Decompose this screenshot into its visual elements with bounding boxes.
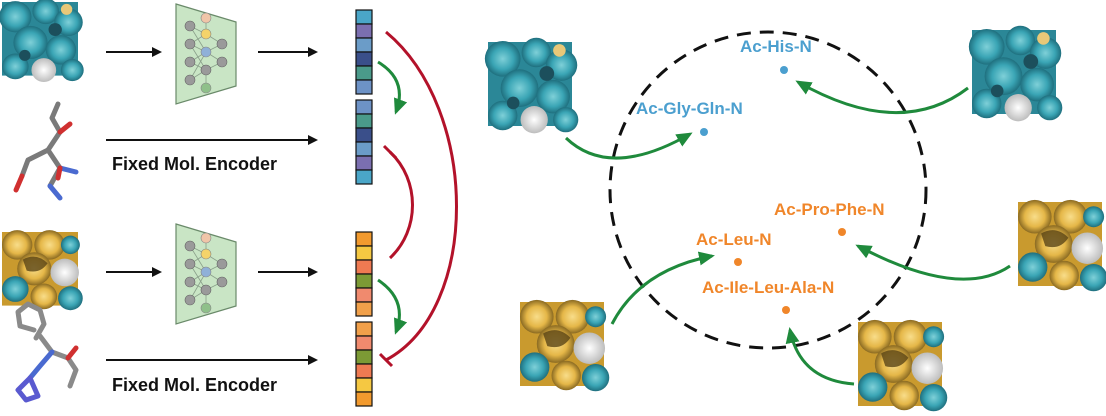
embedding-vector-molecule-1 — [355, 99, 373, 185]
embedding-cell — [355, 231, 373, 247]
encoder-label: Fixed Mol. Encoder — [112, 375, 277, 395]
embedding-cell — [355, 9, 373, 25]
molecule-stick-icon — [13, 101, 79, 201]
embedding-cell — [355, 51, 373, 67]
embedding-cell — [355, 79, 373, 95]
encoder-network-icon — [175, 3, 237, 105]
repel-arc — [385, 30, 458, 362]
surface-patch-image — [858, 319, 948, 412]
attract-arrow — [564, 132, 693, 160]
attract-arrow — [795, 80, 969, 114]
embedding-cell — [355, 335, 373, 351]
surface-patch-image — [968, 25, 1063, 122]
point-pro-phe — [838, 228, 846, 236]
surface-patch-image — [0, 0, 84, 83]
embedding-vector-protein-1 — [355, 9, 373, 95]
attract-arrow — [377, 60, 408, 115]
label-gly-gln: Ac-Gly-Gln-N — [636, 99, 743, 118]
embedding-vector-molecule-2 — [355, 321, 373, 407]
embedding-cell — [355, 301, 373, 317]
embedding-vector-protein-2 — [355, 231, 373, 317]
embedding-cell — [355, 65, 373, 81]
embedding-cell — [355, 155, 373, 171]
label-leu: Ac-Leu-N — [696, 230, 772, 249]
embedding-cell — [355, 321, 373, 337]
embedding-cell — [355, 349, 373, 365]
embedding-cell — [355, 37, 373, 53]
surface-patch-image — [520, 299, 610, 392]
encoder-network-icon — [175, 223, 237, 325]
embedding-cell — [355, 363, 373, 379]
embedding-cell — [355, 287, 373, 303]
embedding-cell — [355, 245, 373, 261]
embedding-cell — [355, 23, 373, 39]
surface-patch-image — [1018, 199, 1106, 292]
repel-bar — [378, 352, 394, 368]
molecule-stick-icon — [15, 301, 79, 403]
embedding-cell — [355, 141, 373, 157]
embedding-cell — [355, 273, 373, 289]
attract-arrow — [855, 244, 1011, 281]
point-his — [780, 66, 788, 74]
attract-arrow — [785, 327, 855, 386]
repel-bar — [382, 144, 398, 160]
point-gly-gln — [700, 128, 708, 136]
point-leu — [734, 258, 742, 266]
encoder-label: Fixed Mol. Encoder — [112, 154, 277, 174]
embedding-cell — [355, 113, 373, 129]
label-his: Ac-His-N — [740, 37, 812, 56]
attract-arrow — [610, 251, 715, 325]
embedding-cell — [355, 259, 373, 275]
embedding-cell — [355, 391, 373, 407]
embedding-cell — [355, 377, 373, 393]
label-ile-leu-ala: Ac-Ile-Leu-Ala-N — [702, 278, 834, 297]
repel-arc — [388, 150, 414, 260]
embedding-space-circle — [608, 30, 928, 350]
embedding-cell — [355, 169, 373, 185]
surface-patch-image — [484, 37, 579, 134]
embedding-cell — [355, 99, 373, 115]
label-pro-phe: Ac-Pro-Phe-N — [774, 200, 885, 219]
embedding-cell — [355, 127, 373, 143]
surface-patch-image — [2, 230, 83, 311]
attract-arrow — [377, 278, 408, 335]
point-ile-leu-ala — [782, 306, 790, 314]
